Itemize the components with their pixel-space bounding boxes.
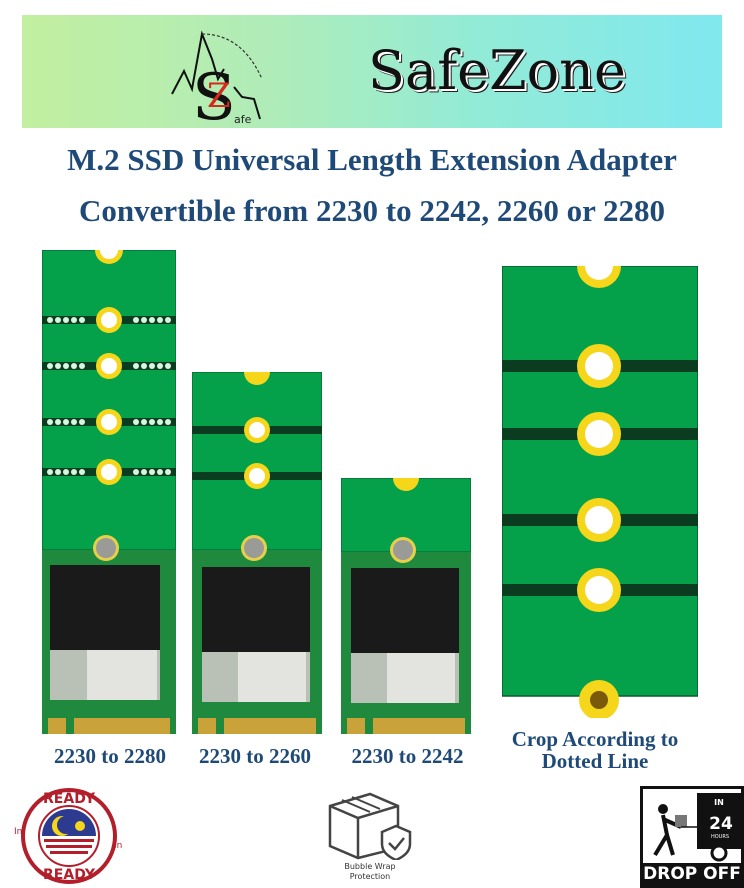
safezone-logo-icon: S Z afe: [171, 30, 263, 127]
bubble-wrap-line2: Protection: [349, 872, 391, 881]
ssd-2280-image: [42, 250, 176, 734]
bubble-wrap-badge: Bubble Wrap Protection: [318, 788, 422, 886]
adapter-board-image: [502, 266, 698, 718]
svg-text:READY: READY: [43, 867, 96, 883]
ssd-2242-image: [341, 478, 471, 734]
adapter-caption-line2: Dotted Line: [541, 749, 649, 773]
delivery-person-icon: IN 24 HOURS: [653, 793, 741, 862]
brand-name: SafeZone: [368, 39, 626, 102]
caption-2242: 2230 to 2242: [351, 744, 464, 768]
box-shield-icon: [328, 792, 412, 862]
bubble-wrap-line1: Bubble Wrap: [344, 862, 396, 871]
svg-text:afe: afe: [234, 113, 252, 126]
svg-text:HOURS: HOURS: [711, 834, 729, 840]
svg-text:Z: Z: [207, 76, 231, 116]
ssd-2260-image: [192, 372, 322, 734]
svg-text:READY: READY: [43, 791, 96, 807]
drop-off-badge: IN 24 HOURS DROP OFF: [640, 786, 744, 888]
svg-text:S: S: [192, 61, 236, 127]
ready-in-malaysia-badge: READY READY In In: [2, 786, 136, 886]
svg-text:24: 24: [709, 814, 733, 834]
caption-2260: 2230 to 2260: [199, 744, 311, 768]
brand-banner: S Z afe SafeZone: [22, 15, 722, 128]
product-subtitle: Convertible from 2230 to 2242, 2260 or 2…: [78, 193, 666, 228]
drop-off-label: DROP OFF: [643, 863, 741, 885]
svg-text:In: In: [114, 841, 122, 851]
malaysia-flag-stamp-icon: READY READY In In: [14, 788, 122, 884]
svg-text:IN: IN: [714, 798, 724, 807]
product-title: M.2 SSD Universal Length Extension Adapt…: [67, 142, 677, 177]
adapter-caption: Crop According to Dotted Line: [490, 728, 700, 772]
adapter-caption-line1: Crop According to: [511, 727, 679, 751]
svg-text:In: In: [14, 827, 22, 837]
caption-2280: 2230 to 2280: [54, 744, 166, 768]
